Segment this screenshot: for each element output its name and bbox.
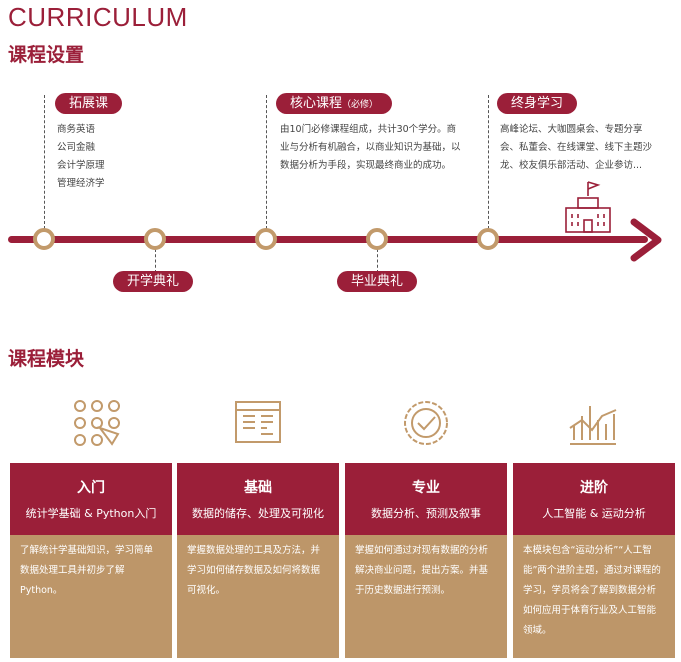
check-badge-icon xyxy=(404,401,448,445)
timeline-node xyxy=(255,228,277,250)
card-subtitle: 数据分析、预测及叙事 xyxy=(371,507,481,520)
card-title: 入门 xyxy=(77,480,105,496)
core-course-text: 由10门必修课程组成，共计30个学分。商业与分析有机融合，以商业知识为基础，以数… xyxy=(280,124,461,171)
dash-line xyxy=(488,95,489,229)
lifelong-learning-text: 高峰论坛、大咖圆桌会、专题分享会、私董会、在线课堂、线下主题沙龙、校友俱乐部活动… xyxy=(500,124,653,171)
dash-line xyxy=(44,95,45,229)
course-item: 管理经济学 xyxy=(57,178,105,189)
dash-line xyxy=(155,249,156,273)
document-panel-icon xyxy=(235,401,281,443)
dots-grid-icon xyxy=(74,400,120,446)
pill-core-course: 核心课程（必修） xyxy=(276,93,393,114)
card-subtitle: 人工智能 & 运动分析 xyxy=(542,507,646,520)
pill-opening-ceremony: 开学典礼 xyxy=(113,271,194,292)
timeline-line xyxy=(8,236,648,243)
card-title: 基础 xyxy=(244,480,272,496)
extension-course-list: 商务英语 公司金融 会计学原理 管理经济学 xyxy=(57,121,105,193)
card-body: 本模块包含“运动分析”“人工智能”两个进阶主题，通过对课程的学习，学员将会了解到… xyxy=(513,535,675,658)
module-card-basic: 基础数据的储存、处理及可视化 掌握数据处理的工具及方法，并学习如何储存数据及如何… xyxy=(177,463,339,658)
card-title: 专业 xyxy=(412,480,440,496)
card-body: 掌握数据处理的工具及方法，并学习如何储存数据及如何将数据可视化。 xyxy=(177,535,339,658)
pill-extension-course: 拓展课 xyxy=(55,93,123,114)
card-body: 掌握如何通过对现有数据的分析解决商业问题，提出方案。并基于历史数据进行预测。 xyxy=(345,535,507,658)
bar-chart-trend-icon xyxy=(569,406,617,445)
timeline-node xyxy=(477,228,499,250)
card-body: 了解统计学基础知识，学习简单数据处理工具并初步了解Python。 xyxy=(10,535,172,658)
card-title: 进阶 xyxy=(580,480,608,496)
course-item: 商务英语 xyxy=(57,124,96,135)
title-en: CURRICULUM xyxy=(8,2,188,32)
pill-graduation-ceremony: 毕业典礼 xyxy=(337,271,418,292)
pill-lifelong-learning: 终身学习 xyxy=(497,93,578,114)
timeline-node xyxy=(33,228,55,250)
school-building-icon xyxy=(565,181,611,233)
section-title-curriculum: 课程设置 xyxy=(8,44,85,66)
dash-line xyxy=(377,249,378,273)
arrow-head-icon xyxy=(630,218,662,262)
module-card-advanced: 进阶人工智能 & 运动分析 本模块包含“运动分析”“人工智能”两个进阶主题，通过… xyxy=(513,463,675,658)
module-card-professional: 专业数据分析、预测及叙事 掌握如何通过对现有数据的分析解决商业问题，提出方案。并… xyxy=(345,463,507,658)
timeline-node xyxy=(366,228,388,250)
course-item: 会计学原理 xyxy=(57,160,105,171)
timeline-node xyxy=(144,228,166,250)
section-title-modules: 课程模块 xyxy=(8,348,85,370)
course-item: 公司金融 xyxy=(57,142,96,153)
card-subtitle: 数据的储存、处理及可视化 xyxy=(192,507,324,520)
dash-line xyxy=(266,95,267,229)
card-subtitle: 统计学基础 & Python入门 xyxy=(25,507,157,520)
module-card-intro: 入门统计学基础 & Python入门 了解统计学基础知识，学习简单数据处理工具并… xyxy=(10,463,172,658)
